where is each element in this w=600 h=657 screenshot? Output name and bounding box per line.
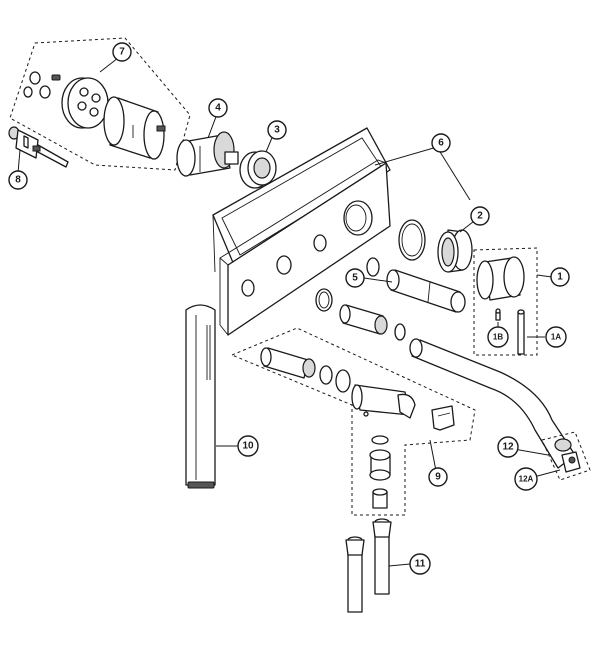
callout-5-label: 5 — [352, 273, 358, 284]
callout-4-label: 4 — [215, 103, 221, 114]
part-9-bracket-kit — [230, 327, 476, 516]
callout-4: 4 — [208, 98, 228, 118]
part-8-stem-valve — [8, 126, 69, 168]
callout-7-label: 7 — [119, 47, 125, 58]
callout-7: 7 — [112, 42, 132, 62]
callout-1-label: 1 — [557, 272, 563, 283]
callout-1b-label: 1B — [493, 333, 503, 342]
callout-6-label: 6 — [438, 138, 444, 149]
part-6-gasket — [212, 127, 391, 266]
callout-1b: 1B — [487, 326, 509, 348]
part-7-ceramic-disc — [61, 77, 109, 129]
callout-11: 11 — [409, 553, 431, 575]
part-12-spout — [409, 338, 591, 481]
part-4-cartridge — [176, 131, 239, 177]
part-11-hoses — [345, 518, 392, 613]
part-2-escutcheon — [398, 219, 473, 273]
part-6-wall-plate — [212, 127, 391, 336]
part-7-sleeve — [103, 96, 166, 160]
part-1-handle-kit — [473, 247, 538, 356]
callout-9-label: 9 — [435, 472, 441, 483]
leader-lines — [17, 57, 561, 567]
diverter-body — [315, 288, 406, 341]
callout-10: 10 — [237, 435, 259, 457]
part-12a-aerator-boundary — [541, 431, 591, 481]
callout-12a-label: 12A — [519, 475, 534, 484]
part-9-kit-boundary — [230, 327, 476, 516]
callout-12: 12 — [497, 436, 519, 458]
part-10-hand-shower — [185, 304, 216, 489]
part-5-spacer — [366, 257, 466, 313]
part-7-cartridge-kit — [9, 37, 191, 171]
callout-12-label: 12 — [502, 442, 514, 453]
callout-3-label: 3 — [274, 125, 280, 136]
callout-3: 3 — [267, 120, 287, 140]
part-7-kit-boundary — [9, 37, 191, 171]
callout-11-label: 11 — [415, 559, 426, 570]
callout-1a: 1A — [545, 326, 567, 348]
callout-8: 8 — [8, 170, 28, 190]
part-3-nut — [239, 150, 277, 189]
callout-2: 2 — [470, 206, 490, 226]
callout-10-label: 10 — [242, 441, 254, 452]
callout-6: 6 — [431, 133, 451, 153]
callout-9: 9 — [428, 467, 448, 487]
callout-1: 1 — [550, 267, 570, 287]
callout-12a: 12A — [514, 467, 538, 491]
callout-8-label: 8 — [15, 175, 21, 186]
callout-1a-label: 1A — [551, 333, 561, 342]
part-1-kit-boundary — [473, 247, 538, 356]
callout-2-label: 2 — [477, 211, 483, 222]
callout-5: 5 — [345, 268, 365, 288]
